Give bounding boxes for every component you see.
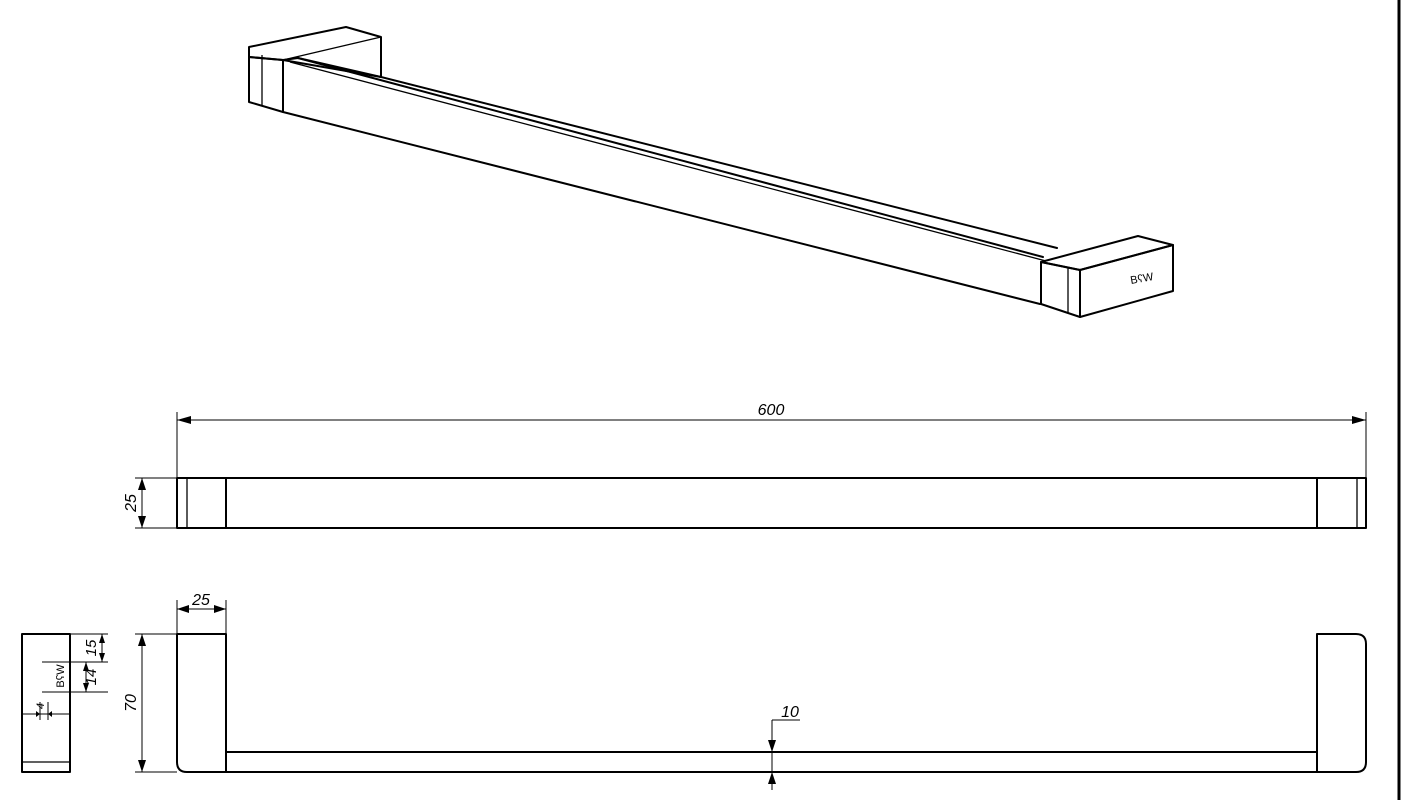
plan-bar-outline (176, 477, 1367, 529)
dim-bar-thickness: 10 (768, 704, 800, 790)
dim-overall-length: 600 (176, 402, 1367, 478)
dim-15-side-label: 15 (83, 639, 100, 656)
side-view: BʕW 15 14 4 (21, 633, 108, 773)
dim-600-label: 600 (758, 402, 785, 419)
dim-4-side-label: 4 (35, 703, 47, 709)
front-outline (176, 633, 1367, 773)
side-brand-mark: BʕW (55, 664, 67, 688)
side-outline (21, 633, 71, 773)
dim-bracket-width: 25 (176, 592, 227, 634)
dim-14-side-label: 14 (83, 669, 100, 686)
iso-left-bracket (248, 26, 382, 113)
iso-towel-bar (282, 57, 1058, 305)
front-elevation: 25 70 10 (123, 592, 1367, 790)
plan-view: 600 25 (123, 402, 1367, 529)
iso-right-bracket: BʕW (1040, 235, 1174, 318)
dim-10-label: 10 (781, 704, 799, 721)
dim-25-bracket-label: 25 (191, 592, 210, 609)
dim-plan-depth: 25 (123, 477, 177, 529)
isometric-view: BʕW (248, 26, 1174, 318)
dim-25-plan-label: 25 (123, 494, 140, 513)
dim-70-label: 70 (123, 694, 140, 712)
iso-brand-mark: BʕW (1129, 271, 1155, 287)
dim-projection: 70 (123, 633, 177, 773)
